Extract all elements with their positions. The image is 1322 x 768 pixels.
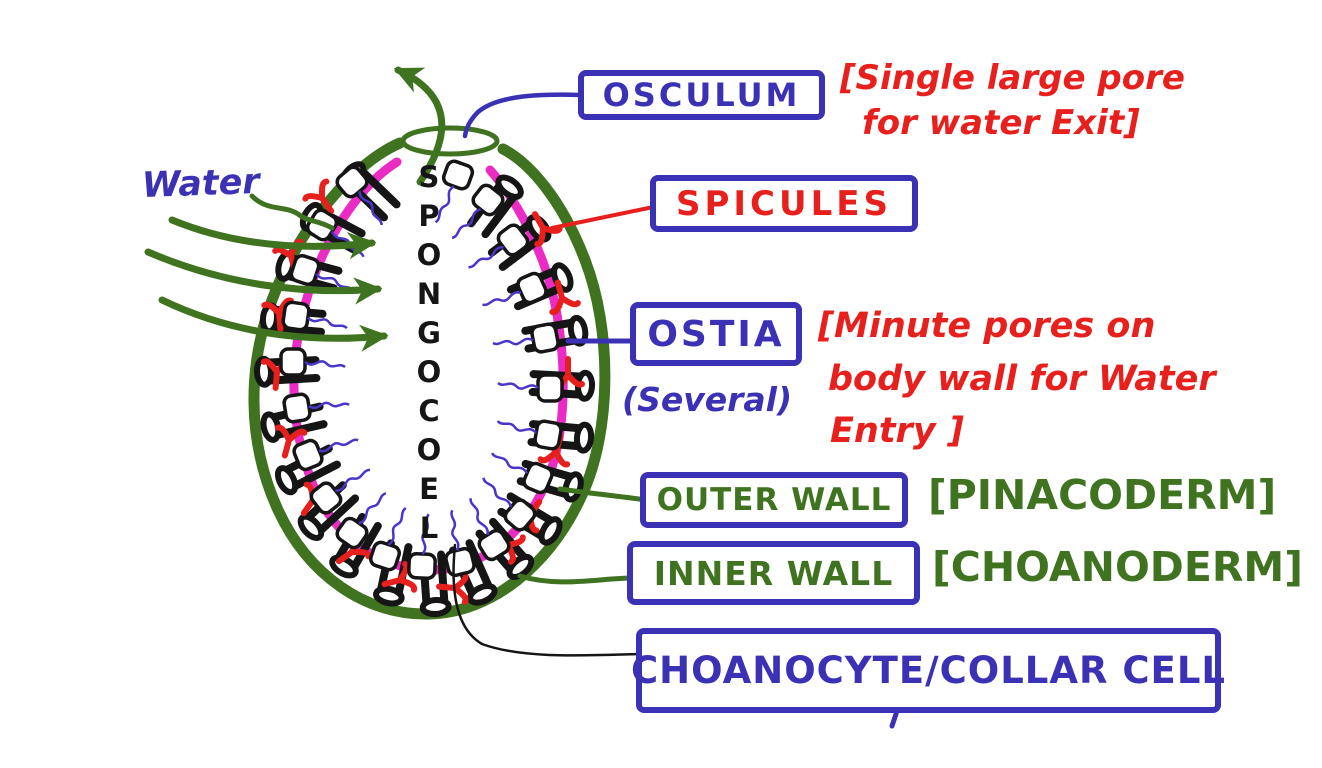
choanocyte-cell	[483, 443, 556, 497]
osculum-connector	[462, 92, 583, 139]
spicules-label-box: SPICULES	[650, 175, 918, 232]
osculum-note: [Single large pore for water Exit]	[840, 56, 1185, 146]
water-entry-arrow	[158, 296, 389, 352]
choanocyte-cell	[496, 373, 564, 403]
water-label-connector	[249, 193, 335, 231]
outer-wall-connector	[557, 486, 649, 503]
inner-wall-label-box: INNER WALL	[627, 541, 920, 605]
water-exit-arrow	[393, 66, 446, 186]
water-entry-arrow	[144, 248, 383, 305]
inner-wall-note: [CHOANODERM]	[932, 543, 1303, 591]
choanocyte-label-box: CHOANOCYTE/COLLAR CELL	[631, 628, 1225, 713]
osculum-label: OSCULUM	[602, 76, 801, 114]
spicules-connector	[550, 204, 660, 230]
osculum-opening	[400, 125, 500, 157]
callout-connectors	[452, 92, 903, 729]
ostia-note-line3: Entry ]	[830, 411, 964, 451]
ostia-note: [Minute pores on body wall for Water Ent…	[818, 300, 1216, 458]
water-flow-arrows	[144, 66, 446, 352]
outer-wall-label-box: OUTER WALL	[640, 472, 908, 528]
spongocoel-label: SPONGOCOEL	[412, 160, 446, 550]
osculum-label-box: OSCULUM	[578, 70, 825, 120]
outer-wall-note: [PINACODERM]	[928, 471, 1277, 519]
choanocyte-connector	[452, 543, 642, 657]
ostia-label: OSTIA	[647, 313, 785, 355]
inner-wall-connector	[517, 573, 636, 585]
osculum-note-line2: for water Exit]	[862, 102, 1140, 143]
inner-wall-label: INNER WALL	[653, 553, 894, 593]
osculum-note-line1: [Single large pore	[840, 58, 1185, 98]
outer-wall-label: OUTER WALL	[656, 482, 892, 518]
water-entry-arrow	[168, 216, 377, 260]
ostia-qualifier: (Several)	[622, 380, 793, 419]
water-label: Water	[141, 161, 261, 207]
ostia-note-line1: [Minute pores on	[818, 306, 1156, 346]
ostia-label-box: OSTIA	[630, 302, 802, 366]
spicules-label: SPICULES	[676, 183, 892, 224]
choanocyte-cell	[477, 269, 551, 323]
choanocyte-label: CHOANOCYTE/COLLAR CELL	[631, 649, 1226, 692]
ostia-note-line2: body wall for Water	[828, 358, 1216, 399]
